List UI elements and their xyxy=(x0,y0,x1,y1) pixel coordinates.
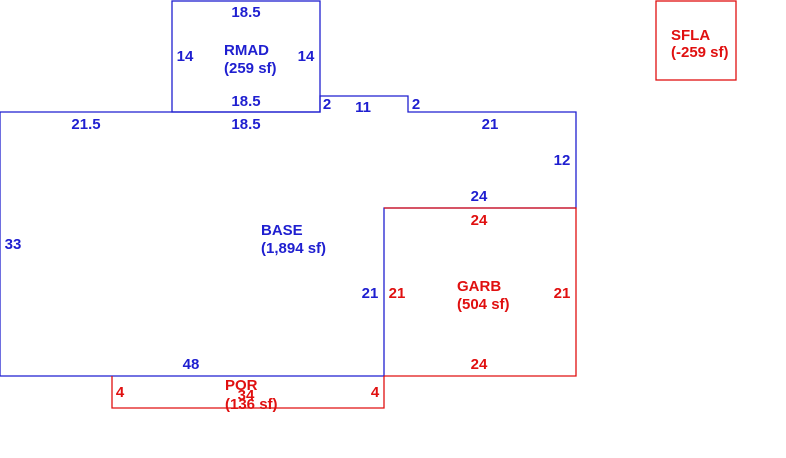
por-label: POR xyxy=(225,377,258,394)
base-outline xyxy=(0,95,577,377)
sfla-outline xyxy=(655,0,737,81)
base-area: (1,894 sf) xyxy=(261,240,326,257)
base-dim-notch-side: 21 xyxy=(362,285,379,302)
garb-area: (504 sf) xyxy=(457,296,510,313)
base-dim-top-mid: 18.5 xyxy=(231,116,260,133)
base-dim-step-left: 2 xyxy=(323,96,331,113)
por-dim-left: 4 xyxy=(116,384,125,401)
base-dim-notch-top: 24 xyxy=(471,188,488,205)
base-dim-step-right: 2 xyxy=(412,96,420,113)
por-outline xyxy=(111,376,385,409)
garb-dim-left: 21 xyxy=(389,285,406,302)
rmad-dim-top: 18.5 xyxy=(231,4,260,21)
rmad-area: (259 sf) xyxy=(224,60,277,77)
base-dim-right: 12 xyxy=(554,152,571,169)
sfla-label: SFLA xyxy=(671,27,710,44)
base-label: BASE xyxy=(261,222,303,239)
garb-dim-bottom: 24 xyxy=(471,356,488,373)
rmad-dim-bottom: 18.5 xyxy=(231,93,260,110)
por-area: (136 sf) xyxy=(225,396,278,413)
base-dim-left: 33 xyxy=(5,236,22,253)
por-dim-top: 34 xyxy=(238,387,255,404)
rmad-dim-left: 14 xyxy=(177,48,194,65)
por-dim-right: 4 xyxy=(371,384,380,401)
rmad-dim-right: 14 xyxy=(298,48,315,65)
base-dim-top-left: 21.5 xyxy=(71,116,100,133)
rmad-label: RMAD xyxy=(224,42,269,59)
base-dim-top-right: 21 xyxy=(482,116,499,133)
garb-outline xyxy=(384,207,577,377)
sfla-area: (-259 sf) xyxy=(671,44,729,61)
base-dim-step-top: 11 xyxy=(355,99,371,116)
garb-dim-top: 24 xyxy=(471,212,488,229)
garb-label: GARB xyxy=(457,278,501,295)
base-dim-bottom: 48 xyxy=(183,356,200,373)
garb-dim-right: 21 xyxy=(554,285,571,302)
